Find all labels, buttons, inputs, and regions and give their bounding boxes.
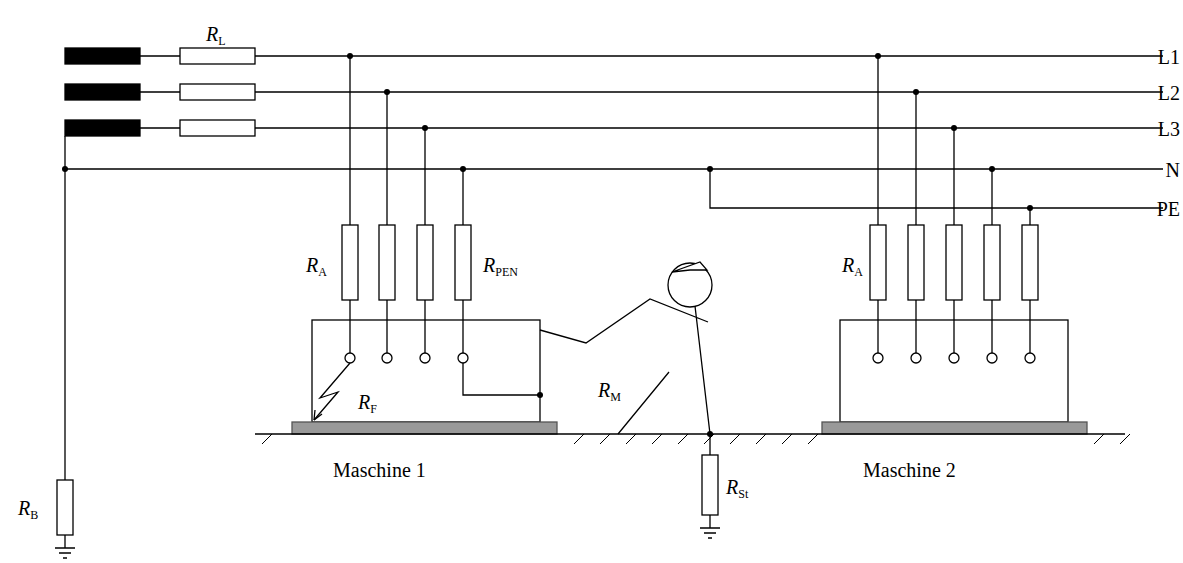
phase-wire (140, 56, 1163, 128)
resistor-label: RB (18, 498, 38, 521)
resistor-label: RSt (726, 477, 748, 500)
winding (65, 84, 140, 100)
resistor-symbol (984, 225, 1000, 300)
resistor-label: RA (306, 255, 327, 278)
terminal (382, 353, 392, 363)
resistor-symbol (180, 48, 255, 64)
junction-dots (62, 53, 1033, 437)
terminal (458, 353, 468, 363)
resistor-label: RM (598, 380, 621, 403)
person-cap (672, 262, 707, 272)
pen-bridge (463, 363, 540, 395)
terminal (873, 353, 883, 363)
resistor-symbol (180, 84, 255, 100)
fault-arc (314, 363, 350, 420)
resistor-label: RA (842, 255, 863, 278)
neutral-wire (65, 136, 1163, 480)
floor-line (255, 433, 1125, 434)
resistor-symbol (417, 225, 433, 300)
person-body (540, 299, 710, 434)
line-name: N (1166, 160, 1180, 180)
terminal (987, 353, 997, 363)
line-name: PE (1157, 199, 1180, 219)
winding (65, 120, 140, 136)
resistor-symbol (342, 225, 358, 300)
machine-housing (840, 320, 1068, 422)
resistor-symbol (180, 120, 255, 136)
fault-arrow (314, 410, 322, 420)
machine-label: Maschine 1 (333, 460, 426, 480)
line-name: L2 (1158, 83, 1180, 103)
resistor-symbol (946, 225, 962, 300)
machine-housing (312, 320, 540, 422)
person-head (668, 263, 712, 307)
resistor-label: RL (206, 24, 226, 47)
ground-symbol (55, 535, 75, 558)
resistor-symbol (702, 455, 718, 515)
resistor-symbol (908, 225, 924, 300)
resistor-symbol (379, 225, 395, 300)
resistor-symbol (455, 225, 471, 300)
ground-symbol (700, 434, 720, 538)
machine-base (292, 422, 557, 434)
terminal (949, 353, 959, 363)
resistor-label: RPEN (483, 255, 518, 278)
resistor-label: RF (358, 392, 377, 415)
line-name: L1 (1158, 47, 1180, 67)
line-name: L3 (1158, 119, 1180, 139)
floor-hatch (262, 434, 1130, 444)
branch-wire (350, 56, 463, 353)
terminal (420, 353, 430, 363)
terminal (345, 353, 355, 363)
winding (65, 48, 140, 64)
resistor-symbol (1022, 225, 1038, 300)
resistor-symbol (870, 225, 886, 300)
resistor-symbol (57, 480, 73, 535)
terminal (911, 353, 921, 363)
terminal (1025, 353, 1035, 363)
machine-base (822, 422, 1087, 434)
branch-wire (878, 56, 1030, 353)
machine-label: Maschine 2 (863, 460, 956, 480)
